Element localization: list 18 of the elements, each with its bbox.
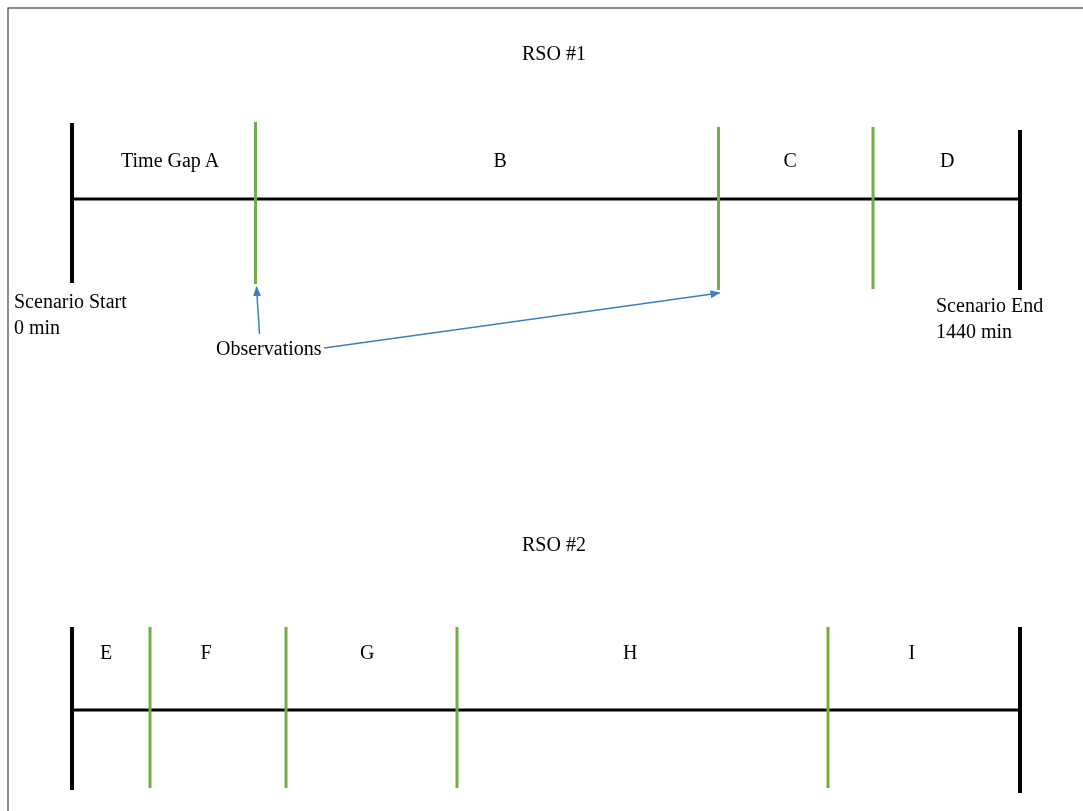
observation-mark (254, 122, 257, 284)
segment-label: C (783, 148, 797, 173)
heading: RSO #2 (522, 532, 586, 557)
segment-label: G (360, 640, 375, 665)
observation-mark (717, 127, 720, 290)
leader-line (253, 286, 262, 335)
segment-label: B (493, 148, 507, 173)
segment-label: F (200, 640, 212, 665)
heading: RSO #1 (522, 41, 586, 66)
segment-label: Time Gap A (121, 148, 220, 173)
callout-text: Observations (216, 335, 322, 361)
segment-label: D (940, 148, 955, 173)
segment-label: H (623, 640, 638, 665)
segment-label: I (908, 640, 916, 665)
time-label: Scenario Start 0 min (14, 289, 128, 340)
segment-label: E (100, 640, 113, 665)
leader-line (323, 290, 721, 349)
time-label: Scenario End 1440 min (936, 293, 1045, 344)
